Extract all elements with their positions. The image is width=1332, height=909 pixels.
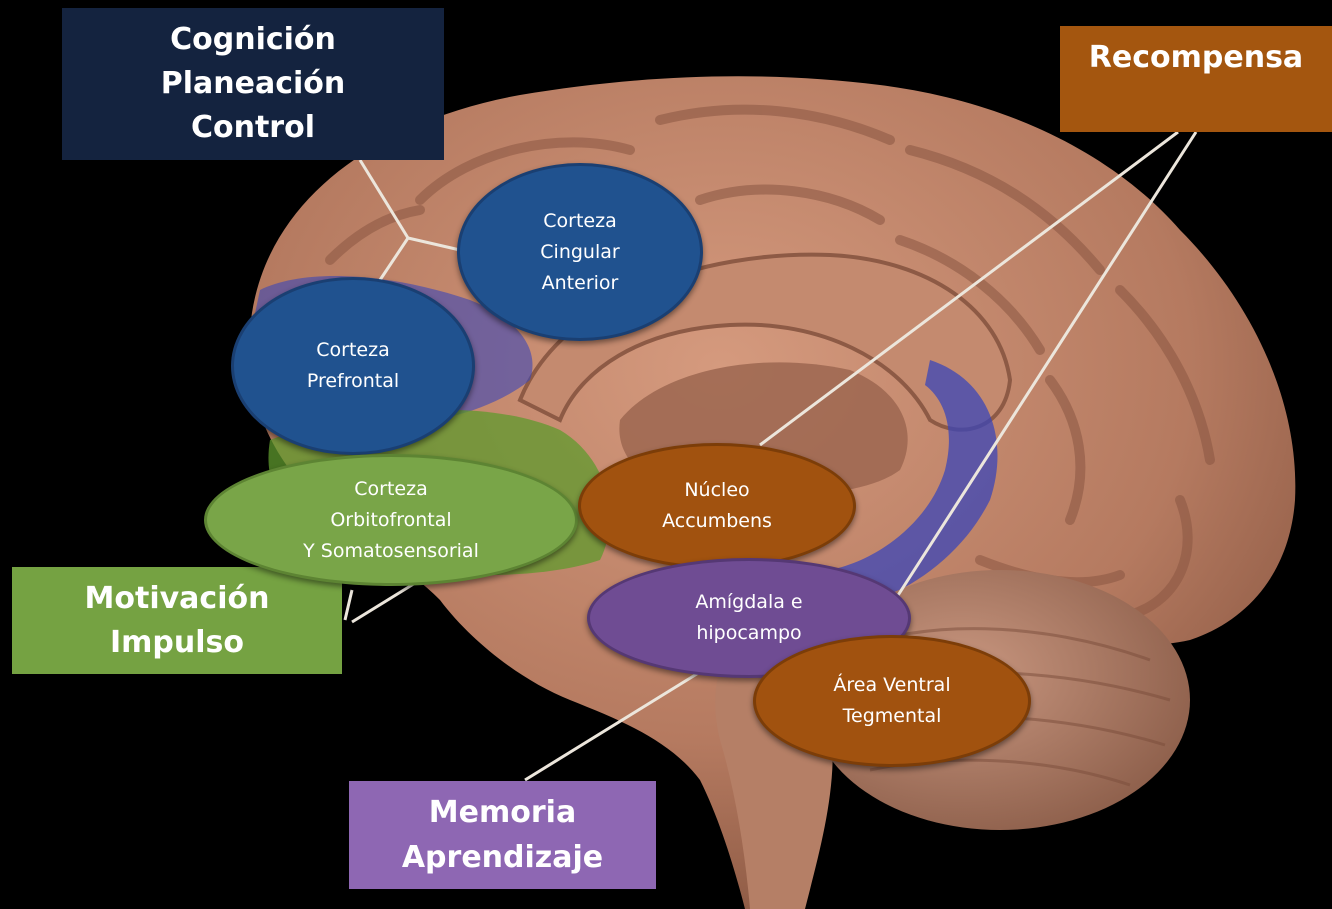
motivation-line-1: Motivación <box>84 580 270 616</box>
amigdala-line-1: Amígdala e <box>695 591 803 613</box>
nucleus-accumbens-oval: Núcleo Accumbens <box>578 443 856 569</box>
gyri-texture <box>325 104 1215 620</box>
prefrontal-cortex-oval: Corteza Prefrontal <box>231 277 475 455</box>
orbitofrontal-cortex-oval: Corteza Orbitofrontal Y Somatosensorial <box>204 454 578 586</box>
cingular-line-2: Cingular <box>540 240 620 263</box>
connector-lines <box>343 130 1198 782</box>
cognition-line-2: Planeación <box>160 66 346 101</box>
amigdala-line-2: hipocampo <box>696 622 802 644</box>
cognition-line-3: Control <box>190 110 315 145</box>
prefrontal-line-2: Prefrontal <box>306 370 400 392</box>
memory-line-1: Memoria <box>428 795 577 830</box>
cognition-label-box: Cognición Planeación Control <box>62 8 444 160</box>
anterior-cingulate-oval: Corteza Cingular Anterior <box>457 163 703 341</box>
prefrontal-line-1: Corteza <box>316 339 390 361</box>
cingular-line-1: Corteza <box>543 209 617 232</box>
memory-label-box: Memoria Aprendizaje <box>349 781 656 889</box>
vta-line-1: Área Ventral <box>833 674 951 696</box>
cingular-line-3: Anterior <box>541 271 619 294</box>
vta-line-2: Tegmental <box>842 705 942 727</box>
limbic-band <box>830 360 998 610</box>
motivation-label-box: Motivación Impulso <box>12 567 342 674</box>
motivation-line-2: Impulso <box>109 624 244 660</box>
orbito-line-3: Y Somatosensorial <box>303 539 479 562</box>
memory-line-2: Aprendizaje <box>401 840 604 875</box>
orbito-line-1: Corteza <box>354 477 428 500</box>
accumbens-line-1: Núcleo <box>684 479 750 501</box>
reward-label-box: Recompensa <box>1060 26 1332 132</box>
reward-label: Recompensa <box>1088 40 1304 75</box>
orbito-line-2: Orbitofrontal <box>330 508 452 531</box>
accumbens-line-2: Accumbens <box>662 510 772 532</box>
ventral-tegmental-area-oval: Área Ventral Tegmental <box>753 635 1031 767</box>
cognition-line-1: Cognición <box>170 22 336 57</box>
